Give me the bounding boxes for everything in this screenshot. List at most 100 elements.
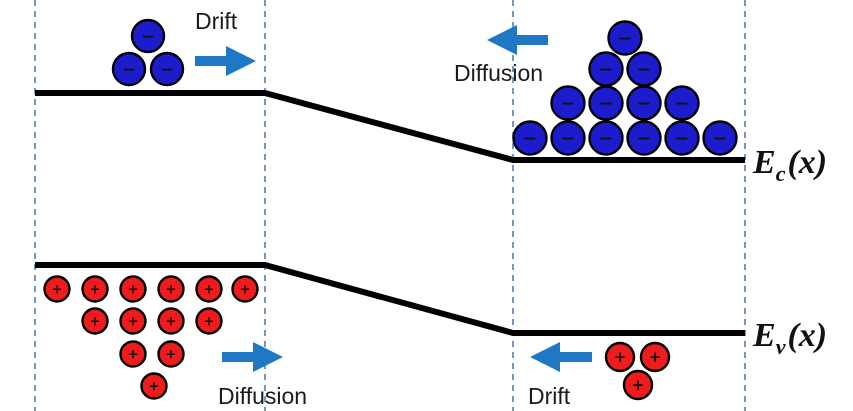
electron-body <box>607 20 643 56</box>
valence-band-line <box>35 262 745 336</box>
ev-symbol: E <box>752 317 776 354</box>
hole-sign: + <box>128 348 139 363</box>
hole: + <box>157 275 185 303</box>
hole-sign: + <box>614 349 626 366</box>
hole-sign: + <box>204 283 215 298</box>
ec-subscript: c <box>776 161 786 186</box>
electron: − <box>607 20 643 56</box>
drift-label-bottom: Drift <box>528 383 571 409</box>
hole-body <box>119 307 147 335</box>
hole-body <box>81 275 109 303</box>
hole-sign: + <box>632 377 644 394</box>
hole-body <box>119 340 147 368</box>
hole: + <box>119 307 147 335</box>
hole: + <box>231 275 259 303</box>
electron-sign: − <box>141 26 155 46</box>
hole-body <box>622 369 654 401</box>
hole-body <box>639 341 671 373</box>
ev-subscript: v <box>776 334 786 359</box>
hole-body <box>157 307 185 335</box>
ec-symbol: E <box>752 144 776 181</box>
electron-sign: − <box>637 94 651 114</box>
conduction-band-line <box>35 90 745 163</box>
hole-sign: + <box>204 315 215 330</box>
electron-body <box>702 120 738 156</box>
electron: − <box>550 85 586 121</box>
hole-sign: + <box>649 349 661 366</box>
ec-argument: (x) <box>787 144 827 181</box>
hole-sign: + <box>128 283 139 298</box>
hole: + <box>639 341 671 373</box>
electron-sign: − <box>675 129 689 149</box>
ev-argument: (x) <box>787 317 827 354</box>
electron-sign: − <box>599 94 613 114</box>
electron-sign: − <box>122 59 136 79</box>
hole: + <box>81 275 109 303</box>
hole: + <box>140 372 168 400</box>
hole: + <box>119 340 147 368</box>
electron: − <box>702 120 738 156</box>
electron-body <box>512 120 548 156</box>
hole: + <box>195 275 223 303</box>
electron: − <box>626 51 662 87</box>
hole-sign: + <box>149 380 160 395</box>
electron: − <box>550 120 586 156</box>
electron: − <box>149 51 185 87</box>
hole: + <box>119 275 147 303</box>
electron-sign: − <box>561 94 575 114</box>
electron-sign: − <box>523 129 537 149</box>
hole-sign: + <box>166 315 177 330</box>
hole-body <box>604 341 636 373</box>
hole: + <box>604 341 636 373</box>
electron: − <box>664 120 700 156</box>
hole-body <box>119 275 147 303</box>
hole: + <box>43 275 71 303</box>
electron-group: −−−−−−−−−−−−−−−− <box>111 18 738 156</box>
electron: − <box>588 120 624 156</box>
hole-body <box>195 275 223 303</box>
hole-sign: + <box>90 283 101 298</box>
electron-body <box>550 85 586 121</box>
electron-body <box>664 85 700 121</box>
electron-body <box>588 85 624 121</box>
electron: − <box>130 18 166 54</box>
electron-body <box>588 120 624 156</box>
electron-body <box>550 120 586 156</box>
electron-body <box>664 120 700 156</box>
electron: − <box>111 51 147 87</box>
electron: − <box>588 51 624 87</box>
hole-body <box>140 372 168 400</box>
electron-sign: − <box>637 129 651 149</box>
hole-sign: + <box>166 283 177 298</box>
electron: − <box>664 85 700 121</box>
hole: + <box>157 340 185 368</box>
hole-body <box>231 275 259 303</box>
drift-label-top: Drift <box>195 8 238 34</box>
hole: + <box>81 307 109 335</box>
electron-sign: − <box>637 60 651 80</box>
hole-sign: + <box>166 348 177 363</box>
valence-band-label: Ev(x) <box>752 317 827 359</box>
electron-sign: − <box>561 129 575 149</box>
electron-body <box>111 51 147 87</box>
electron-body <box>626 120 662 156</box>
electron-sign: − <box>599 60 613 80</box>
electron-body <box>149 51 185 87</box>
diffusion-label-bottom: Diffusion <box>218 383 307 409</box>
electron: − <box>588 85 624 121</box>
hole-sign: + <box>90 315 101 330</box>
hole-body <box>81 307 109 335</box>
hole: + <box>157 307 185 335</box>
hole: + <box>195 307 223 335</box>
electron-body <box>626 85 662 121</box>
electron: − <box>512 120 548 156</box>
hole-sign: + <box>240 283 251 298</box>
diffusion-label-top: Diffusion <box>454 60 543 86</box>
hole-sign: + <box>52 283 63 298</box>
hole-group: + + + + + + + + + + + + + + + + <box>43 275 671 401</box>
electron-body <box>130 18 166 54</box>
electron-sign: − <box>160 59 174 79</box>
electron: − <box>626 120 662 156</box>
